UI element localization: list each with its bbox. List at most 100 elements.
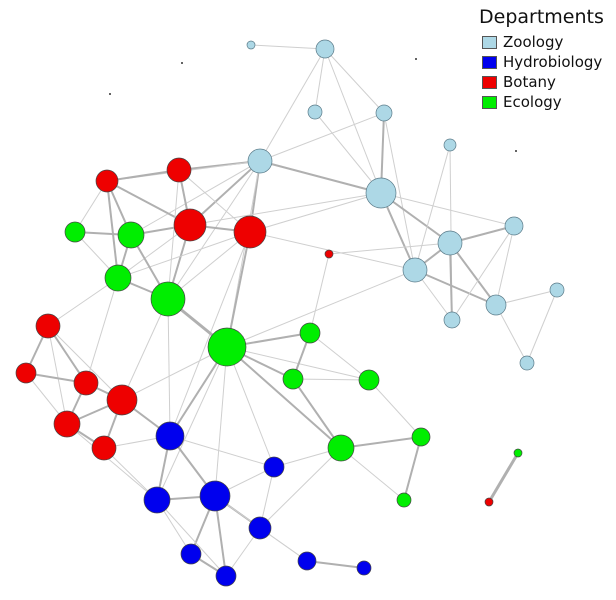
edge [368, 379, 422, 438]
edge [526, 289, 558, 364]
node-zoology [246, 40, 256, 50]
edge [189, 192, 382, 226]
node-zoology [504, 216, 524, 236]
edge [156, 346, 228, 501]
legend: Departments Zoology Hydrobiology Botany … [479, 6, 604, 112]
edge [167, 160, 261, 300]
node-ecology [104, 264, 132, 292]
edge [383, 112, 416, 271]
legend-label: Botany [503, 73, 556, 91]
edge [449, 242, 453, 321]
edge [214, 346, 228, 497]
legend-item-zoology: Zoology [479, 32, 604, 52]
edge [226, 269, 416, 348]
node-botany [173, 208, 207, 242]
edge [169, 435, 275, 468]
edge [328, 242, 451, 255]
node-ecology [396, 492, 412, 508]
edge [414, 269, 497, 306]
legend-item-hydrobiology: Hydrobiology [479, 52, 604, 72]
legend-item-botany: Botany [479, 72, 604, 92]
node-zoology [365, 177, 397, 209]
legend-title: Departments [479, 6, 604, 28]
edge [249, 231, 416, 271]
edge [47, 277, 119, 327]
node-ecology [117, 221, 145, 249]
node-zoology [485, 294, 507, 316]
edge [47, 325, 123, 401]
edge [292, 378, 370, 381]
node-botany [73, 370, 99, 396]
edge [324, 48, 385, 114]
edge [259, 447, 342, 529]
node-hydrobiology [199, 480, 231, 512]
node-hydrobiology [248, 516, 272, 540]
edge [121, 298, 169, 401]
edge [340, 436, 422, 449]
edge [130, 160, 261, 236]
node-botany [91, 435, 117, 461]
node-ecology [513, 448, 523, 458]
legend-item-ecology: Ecology [479, 92, 604, 112]
node-botany [95, 169, 119, 193]
node-ecology [327, 434, 355, 462]
edge [403, 436, 422, 501]
node-zoology [315, 39, 335, 59]
edge [292, 378, 342, 449]
legend-swatch [482, 75, 497, 89]
node-botany [166, 157, 192, 183]
edge [380, 192, 515, 227]
node-zoology [519, 355, 535, 371]
node-ecology [411, 427, 431, 447]
edge [226, 231, 251, 348]
node-isolated [109, 93, 111, 95]
edge [66, 423, 158, 501]
edge [495, 225, 515, 306]
legend-label: Zoology [503, 33, 564, 51]
edge [117, 231, 251, 279]
edge [167, 298, 171, 437]
edge [106, 180, 119, 279]
edge [414, 144, 451, 271]
edge [226, 346, 275, 468]
edge [167, 169, 180, 300]
node-isolated [181, 62, 183, 64]
node-zoology [307, 104, 323, 120]
edge [449, 242, 497, 306]
edge [314, 111, 382, 194]
legend-swatch [482, 35, 497, 49]
node-botany [324, 249, 334, 259]
node-botany [53, 410, 81, 438]
edge [156, 499, 227, 577]
edge [340, 447, 405, 501]
node-ecology [150, 281, 186, 317]
edge [249, 192, 382, 233]
node-botany [484, 497, 494, 507]
node-ecology [358, 369, 380, 391]
legend-label: Ecology [503, 93, 562, 111]
edge [85, 277, 119, 384]
edge [309, 253, 330, 334]
edge [324, 48, 382, 194]
node-ecology [299, 322, 321, 344]
legend-swatch [482, 55, 497, 69]
node-botany [15, 362, 37, 384]
node-zoology [247, 148, 273, 174]
node-hydrobiology [155, 421, 185, 451]
node-zoology [443, 311, 461, 329]
edge [495, 289, 558, 306]
legend-swatch [482, 95, 497, 109]
node-ecology [207, 327, 247, 367]
edge [226, 346, 342, 449]
node-hydrobiology [356, 560, 372, 576]
edge [259, 48, 326, 162]
node-zoology [402, 257, 428, 283]
edge [259, 160, 382, 194]
edge [451, 225, 515, 321]
edge [309, 332, 370, 381]
node-hydrobiology [215, 565, 237, 587]
legend-label: Hydrobiology [503, 53, 603, 71]
edge [167, 231, 251, 300]
node-hydrobiology [263, 456, 285, 478]
